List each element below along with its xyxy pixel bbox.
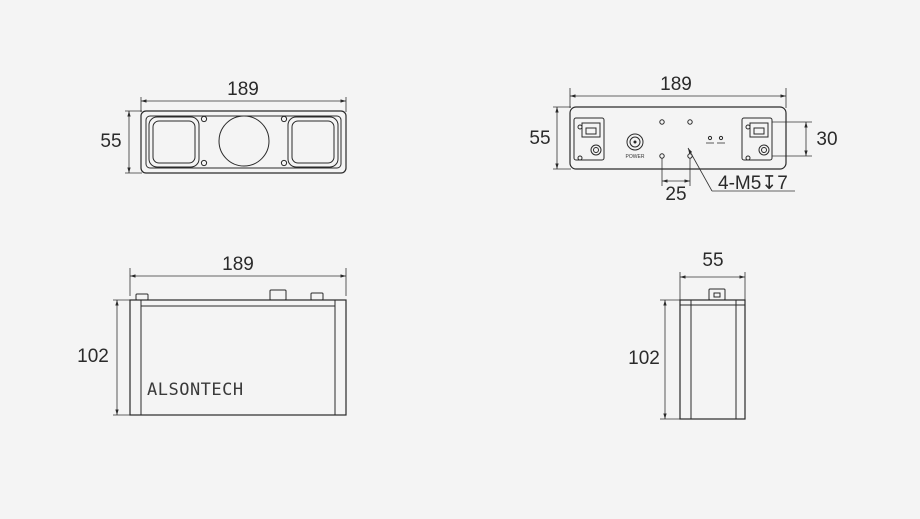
front-height-label: 55 <box>100 131 121 152</box>
front-left-window <box>148 116 200 168</box>
side-knob <box>708 288 726 301</box>
rear-power-pin <box>633 140 637 144</box>
rear-right-screw-bottom <box>745 155 751 161</box>
rear-right-rj45-icon <box>749 122 769 138</box>
side-housing <box>679 299 746 420</box>
top-knob-right <box>310 292 324 301</box>
top-housing <box>129 299 347 416</box>
front-view: 189 55 <box>100 79 347 174</box>
rear-right-screw-top <box>745 124 751 130</box>
rear-width-label: 189 <box>660 74 692 95</box>
rear-view: 189 55 POWER <box>529 74 837 205</box>
rear-right-connector-core <box>761 147 767 153</box>
front-screw-3 <box>280 115 288 123</box>
rear-left-screw-top <box>577 124 583 130</box>
rear-hole-callout: 4-M5↧7 <box>718 173 788 194</box>
rear-led-1 <box>707 135 713 141</box>
rear-left-screw-bottom <box>577 155 583 161</box>
top-height-label: 102 <box>77 346 109 367</box>
top-knob-center <box>269 289 287 301</box>
rear-left-connector <box>590 144 602 156</box>
rear-height-label: 55 <box>529 128 550 149</box>
rear-hole-3 <box>687 119 693 125</box>
front-center-lens <box>218 115 270 167</box>
rear-led-2 <box>718 135 724 141</box>
front-screw-2 <box>200 159 208 167</box>
front-bezel <box>145 115 342 169</box>
rear-housing <box>569 106 787 170</box>
rear-power-connector <box>626 133 644 151</box>
top-view: 189 102 ALSONTECH <box>77 254 347 416</box>
front-right-window <box>287 116 339 168</box>
rear-port-height-label: 30 <box>816 129 837 150</box>
side-width-label: 55 <box>702 250 723 271</box>
rear-right-connector <box>758 144 770 156</box>
brand-logo: ALSONTECH <box>147 380 244 400</box>
rear-hole-1 <box>659 119 665 125</box>
rear-callout-leader <box>687 147 713 192</box>
front-right-window-inner <box>291 120 335 164</box>
front-screw-1 <box>200 115 208 123</box>
rear-left-connector-core <box>593 147 599 153</box>
rear-power-label: POWER <box>626 154 645 160</box>
rear-right-rj45-jack <box>753 127 765 135</box>
side-height-label: 102 <box>628 348 660 369</box>
rear-left-rj45-jack <box>585 127 597 135</box>
rear-hole-2 <box>659 153 665 159</box>
side-view: 55 102 <box>628 250 746 420</box>
side-knob-detail <box>713 292 721 298</box>
rear-hole-offset-label: 25 <box>665 184 686 205</box>
top-width-label: 189 <box>222 254 254 275</box>
rear-left-module <box>573 117 605 161</box>
front-housing <box>140 110 347 174</box>
rear-power-connector-inner <box>629 136 641 148</box>
front-left-window-inner <box>152 120 196 164</box>
rear-right-module <box>741 117 773 161</box>
front-width-label: 189 <box>227 79 259 100</box>
rear-left-rj45-icon <box>581 122 601 138</box>
top-knob-left <box>135 293 149 301</box>
front-screw-4 <box>280 159 288 167</box>
